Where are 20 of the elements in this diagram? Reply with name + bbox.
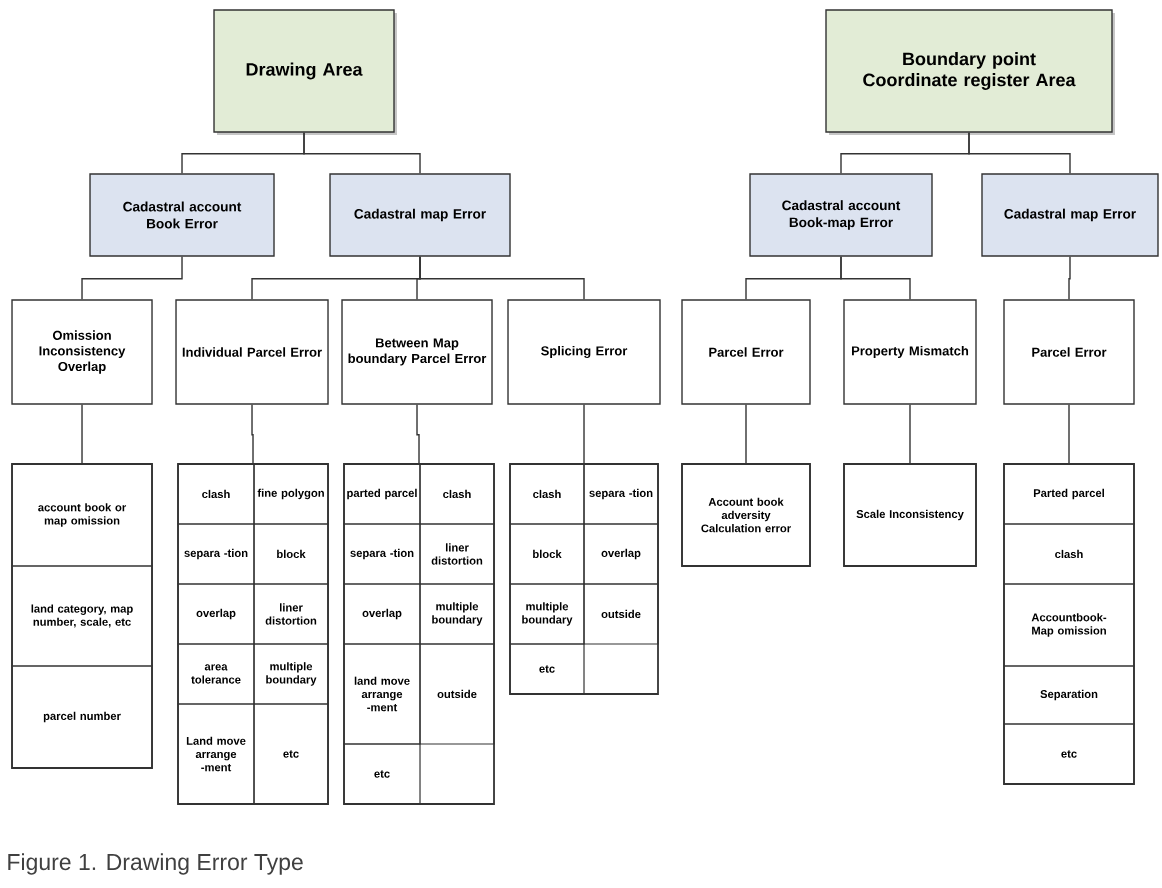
error-table: [343, 463, 495, 805]
error-table: [509, 463, 659, 695]
connector-line: [81, 256, 183, 300]
error-table: [681, 463, 811, 567]
connector-line: [745, 404, 747, 464]
figure-caption: Figure 1. Drawing Error Type: [8, 853, 303, 875]
connector-line: [251, 404, 254, 464]
connector-line: [1068, 256, 1071, 300]
connector-line: [1068, 404, 1070, 464]
heading-box: Drawing Area: [213, 9, 395, 133]
connector-line: [419, 256, 585, 300]
heading-box: Boundary point Coordinate register Area: [825, 9, 1113, 133]
connector-line: [840, 256, 911, 300]
connector-line: [583, 404, 585, 464]
connector-line: [968, 132, 1071, 174]
connector-line: [81, 404, 83, 464]
connector-line: [303, 132, 421, 174]
connector-line: [909, 404, 911, 464]
connector-line: [416, 404, 420, 464]
error-table: [843, 463, 977, 567]
